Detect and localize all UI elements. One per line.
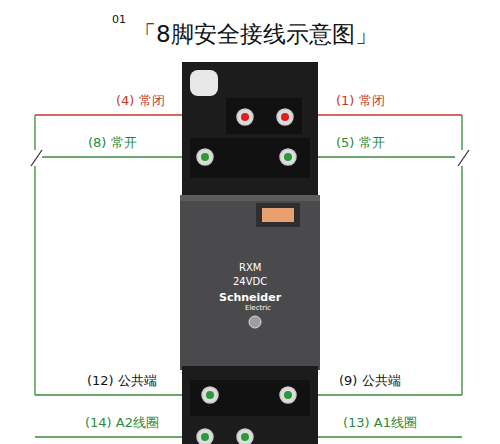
terminal-label: (9) 公共端 [337,374,403,388]
brand-subtext: Electric [245,305,271,313]
terminal-label: (12) 公共端 [85,374,159,388]
terminal-label: (8) 常开 [86,136,139,150]
terminal-label: (13) A1线圈 [341,416,419,430]
voltage-text: 24VDC [233,276,267,287]
terminal-label: (14) A2线圈 [83,416,161,430]
brand-text: Schneider [219,292,281,304]
model-text: RXM [239,262,261,273]
title-number: 01 [112,14,126,26]
terminal-label: (4) 常闭 [114,94,167,108]
terminal-label: (5) 常开 [334,136,387,150]
diagram-title: 「8脚安全接线示意图」 [133,22,378,47]
terminal-label: (1) 常闭 [334,94,387,108]
